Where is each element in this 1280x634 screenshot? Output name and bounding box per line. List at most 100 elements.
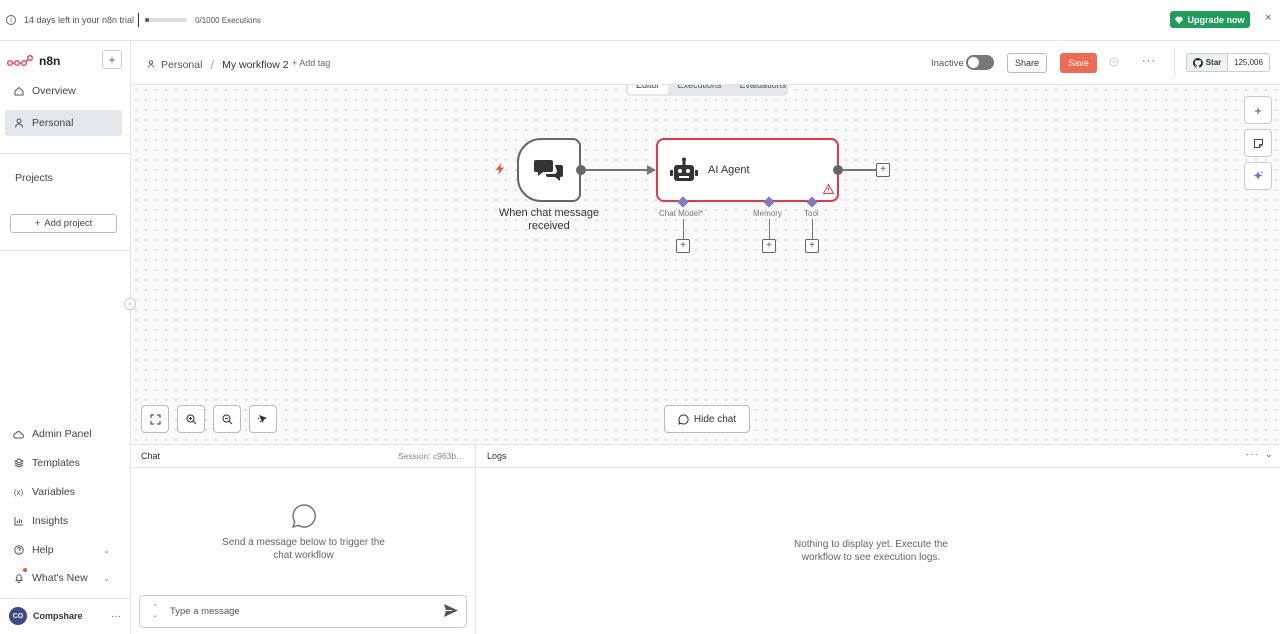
panel-divider [131, 467, 476, 468]
panel-divider [476, 467, 1280, 468]
trigger-bolt-icon [495, 163, 505, 178]
sidebar-item-label: Variables [32, 486, 75, 498]
home-icon [13, 86, 24, 97]
sidebar-item-label: Templates [32, 457, 80, 469]
add-project-button[interactable]: + Add project [10, 214, 117, 233]
logs-empty-message: Nothing to display yet. Execute the work… [794, 539, 948, 563]
zoom-out-button[interactable] [213, 405, 241, 433]
user-menu[interactable]: CO Compshare ··· [9, 607, 121, 625]
sidebar-item-templates[interactable]: Templates [5, 450, 122, 476]
sidebar-item-whats-new[interactable]: What's New ⌄ [5, 565, 122, 591]
sidebar-item-overview[interactable]: Overview [5, 78, 122, 104]
view-tabs: Editor Executions Evaluations [626, 85, 788, 96]
memory-label: Memory [753, 209, 782, 218]
active-status-label: Inactive [931, 58, 964, 69]
executions-count: 0/1000 Executions [195, 15, 261, 25]
agent-output-port[interactable] [833, 165, 843, 175]
avatar: CO [9, 607, 27, 625]
arrow-head-icon [647, 165, 656, 175]
cursor-icon [257, 415, 267, 423]
sidebar: n8n + Overview Personal Projects + Add p… [0, 41, 131, 634]
projects-heading: Projects [15, 172, 53, 184]
user-icon [13, 118, 24, 129]
github-star-count: 125,006 [1234, 58, 1263, 67]
chat-input-placeholder[interactable]: Type a message [170, 606, 240, 617]
github-star-label: Star [1205, 58, 1222, 67]
connection-line [586, 169, 652, 171]
add-memory-button[interactable]: + [762, 239, 776, 253]
trigger-node-label: When chat message received [498, 207, 600, 232]
workflow-canvas[interactable]: Editor Executions Evaluations + When cha… [131, 85, 1280, 444]
bell-icon [13, 573, 24, 584]
sidebar-item-label: Overview [32, 85, 76, 97]
gem-icon [1175, 16, 1184, 24]
logs-more-icon[interactable]: ··· [1246, 449, 1259, 460]
create-new-button[interactable]: + [102, 50, 122, 69]
trigger-output-port[interactable] [576, 165, 586, 175]
sidebar-divider [0, 250, 130, 251]
collapse-sidebar-icon[interactable]: ‹ [124, 298, 136, 310]
upgrade-button-label: Upgrade now [1187, 14, 1245, 25]
warning-icon[interactable] [822, 183, 835, 197]
session-id[interactable]: Session: c963b… [398, 451, 465, 461]
workflow-header: Personal / My workflow 2 + Add tag Inact… [131, 41, 1280, 85]
tidy-up-button[interactable] [249, 405, 277, 433]
add-next-node-button[interactable]: + [876, 163, 890, 177]
sidebar-item-insights[interactable]: Insights [5, 508, 122, 534]
trial-text: 14 days left in your n8n trial [24, 15, 135, 25]
sidebar-item-personal[interactable]: Personal [5, 110, 122, 136]
chevron-down-icon: ⌄ [103, 545, 110, 555]
github-star: Star [1187, 54, 1228, 71]
logs-panel-title: Logs [487, 451, 507, 461]
zoom-in-button[interactable] [177, 405, 205, 433]
close-banner-icon[interactable]: × [1265, 12, 1272, 24]
add-tag-button[interactable]: + Add tag [292, 58, 331, 68]
activate-toggle[interactable] [966, 55, 994, 70]
upgrade-button[interactable]: Upgrade now [1170, 11, 1250, 28]
sidebar-item-help[interactable]: Help ⌄ [5, 537, 122, 563]
hide-chat-button[interactable]: Hide chat [664, 405, 750, 433]
ai-assistant-button[interactable] [1244, 162, 1272, 190]
tab-editor[interactable]: Editor [628, 85, 668, 94]
history-icon[interactable] [1109, 57, 1119, 70]
sidebar-divider [0, 598, 130, 599]
save-button[interactable]: Save [1060, 53, 1097, 73]
info-icon: i [6, 15, 16, 25]
add-node-button[interactable]: + [1244, 96, 1272, 124]
breadcrumb-project[interactable]: Personal [161, 58, 203, 71]
sidebar-divider [0, 153, 130, 154]
sidebar-item-variables[interactable]: (x) Variables [5, 479, 122, 505]
hide-chat-label: Hide chat [693, 413, 737, 425]
sidebar-item-admin-panel[interactable]: Admin Panel [5, 421, 122, 447]
chat-model-label: Chat Model* [659, 209, 704, 218]
logs-panel: Logs ··· ⌄ Nothing to display yet. Execu… [476, 445, 1280, 634]
sticky-note-button[interactable] [1244, 129, 1272, 157]
send-icon[interactable] [436, 603, 466, 620]
chevron-down-icon[interactable]: ⌄ [1265, 449, 1273, 459]
tab-evaluations[interactable]: Evaluations [739, 85, 787, 90]
workflow-menu-button[interactable]: ··· [1142, 55, 1156, 67]
ai-agent-node[interactable]: AI Agent [656, 138, 839, 202]
chat-message-input[interactable]: ⌃⌄ Type a message [139, 595, 467, 628]
share-button[interactable]: Share [1007, 53, 1047, 73]
chat-trigger-node[interactable] [517, 138, 581, 202]
zoom-to-fit-button[interactable] [141, 405, 169, 433]
breadcrumb-separator: / [210, 57, 215, 72]
add-chat-model-button[interactable]: + [676, 239, 690, 253]
workflow-name[interactable]: My workflow 2 [222, 58, 289, 71]
ai-agent-label: AI Agent [708, 164, 750, 176]
sidebar-item-label: Admin Panel [32, 428, 92, 440]
history-arrows-icon[interactable]: ⌃⌄ [152, 603, 158, 619]
github-star-button[interactable]: Star 125,006 [1186, 53, 1270, 72]
more-options-icon[interactable]: ··· [111, 610, 121, 622]
tool-line [812, 219, 813, 239]
cloud-icon [13, 429, 24, 440]
tab-executions[interactable]: Executions [677, 85, 722, 90]
chat-empty-message: Send a message below to trigger the chat… [222, 537, 385, 561]
n8n-logo[interactable]: n8n [7, 54, 60, 68]
sticky-note-icon [1253, 138, 1263, 148]
variables-icon: (x) [13, 487, 24, 497]
add-tool-button[interactable]: + [805, 239, 819, 253]
sparkles-icon [1253, 171, 1264, 180]
chat-panel: Chat Session: c963b… Send a message belo… [131, 445, 476, 634]
